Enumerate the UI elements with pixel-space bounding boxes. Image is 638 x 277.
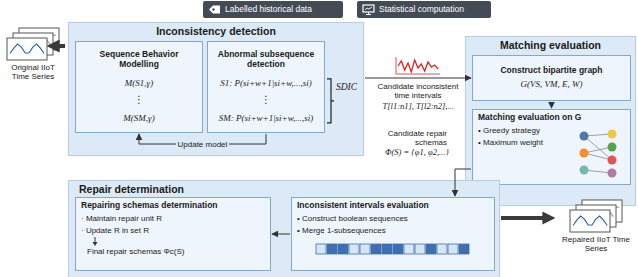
sequence-cell bbox=[459, 244, 469, 254]
formula: M(SM,γ) bbox=[123, 113, 154, 124]
boolean-sequence bbox=[315, 243, 471, 255]
process-box: Construct bipartite graphG(VS, VM, E, W) bbox=[472, 55, 631, 101]
flow-arrow bbox=[501, 216, 545, 220]
series-curve bbox=[10, 44, 44, 54]
screen-shape bbox=[363, 5, 374, 12]
anomaly-chart-axis bbox=[396, 57, 440, 74]
screen-stand bbox=[366, 12, 371, 15]
box-title: Matching evaluation on G bbox=[478, 113, 581, 123]
bipartite-icon bbox=[576, 128, 620, 178]
sequence-cell bbox=[448, 244, 458, 254]
tag-text: Labelled historical data bbox=[225, 4, 312, 14]
screen-chart bbox=[365, 7, 372, 10]
sequence-cell bbox=[327, 244, 337, 254]
flow-arrow bbox=[551, 102, 552, 108]
formula: SM: P(si+w+1|si+w,...,si) bbox=[219, 113, 314, 124]
formula: M(S1,γ) bbox=[125, 78, 153, 89]
input-series: Original IIoT Time Series bbox=[2, 26, 64, 92]
graph-vertex bbox=[608, 169, 617, 178]
flow-arrow bbox=[365, 78, 471, 79]
panel-title: Repair determination bbox=[69, 181, 499, 196]
panel-title: Matching evaluation bbox=[466, 37, 635, 52]
set-symbol: SDIC bbox=[336, 82, 357, 93]
result-line: Final repair schemas Φc(S) bbox=[87, 247, 185, 257]
bullet-item: • Greedy strategy bbox=[478, 126, 540, 136]
box-title: Sequence Behavior Modelling bbox=[81, 50, 197, 70]
process-box: Sequence Behavior ModellingM(S1,γ) ⋮ M(SM,… bbox=[75, 41, 203, 133]
bullet-item: · Update R in set R bbox=[81, 226, 149, 236]
graph-vertex bbox=[608, 143, 617, 152]
sequence-cell bbox=[382, 244, 392, 254]
time-series-icon bbox=[568, 198, 624, 234]
sequence-cell bbox=[371, 244, 381, 254]
formula: G(VS, VM, E, W) bbox=[521, 79, 583, 90]
interval-set: T[l1:n1], T[l2:n2],... bbox=[383, 102, 454, 112]
sequence-cell bbox=[426, 244, 436, 254]
box-title: Abnormal subsequence detection bbox=[213, 50, 319, 70]
process-box: Matching evaluation on G • Greedy strateg… bbox=[472, 109, 631, 185]
stage-panel: Repair determinationRepairing schemas de… bbox=[68, 180, 500, 277]
time-series-icon bbox=[5, 26, 61, 62]
graph-vertex bbox=[580, 166, 589, 175]
source-tag: Statistical computation bbox=[357, 1, 491, 18]
sequence-cell bbox=[338, 244, 348, 254]
sequence-cell bbox=[437, 244, 447, 254]
process-box: Inconsistent intervals evaluation • Const… bbox=[291, 197, 495, 271]
series-curve bbox=[573, 216, 607, 226]
ellipsis-mark: ⋮ bbox=[134, 95, 144, 105]
series-pane bbox=[570, 210, 610, 232]
sequence-cell bbox=[415, 244, 425, 254]
stage-panel: Inconsistency detectionSequence Behavior… bbox=[68, 22, 364, 156]
process-box: Abnormal subsequence detectionS1: P(si+w… bbox=[207, 41, 325, 133]
anomaly-chart bbox=[398, 60, 438, 72]
box-title: Construct bipartite graph bbox=[500, 66, 602, 76]
schema-set: Φ(S) = {φ1, φ2,...} bbox=[385, 148, 449, 158]
tag-text: Statistical computation bbox=[379, 4, 464, 14]
sequence-cell bbox=[393, 244, 403, 254]
bullet-item: • Maximum weight bbox=[478, 138, 543, 148]
flow-arrow bbox=[455, 169, 471, 196]
flow-arrow bbox=[57, 44, 65, 48]
series-caption: Original IIoT Time Series bbox=[2, 64, 64, 82]
source-tag: Labelled historical data bbox=[203, 1, 343, 18]
bullet-item: · Maintain repair unit R bbox=[81, 214, 162, 224]
tag-icon bbox=[362, 4, 375, 15]
ellipsis-mark: ⋮ bbox=[261, 95, 271, 105]
inner-arrow-head bbox=[93, 242, 98, 246]
series-caption: Repaired IIoT Time Series bbox=[556, 236, 636, 254]
sequence-cell bbox=[360, 244, 370, 254]
edge-label: Candidate repair schemas bbox=[365, 129, 449, 147]
process-box: Repairing schemas determination · Maintai… bbox=[75, 197, 271, 271]
graph-vertex bbox=[580, 132, 589, 141]
sequence-cell bbox=[316, 244, 326, 254]
box-title: Repairing schemas determination bbox=[81, 201, 218, 211]
output-series: Repaired IIoT Time Series bbox=[556, 198, 636, 274]
flow-arrow bbox=[272, 234, 290, 235]
grouping-bracket bbox=[327, 79, 334, 123]
bullet-item: • Construct boolean sequences bbox=[297, 214, 408, 224]
tag-icon bbox=[208, 4, 221, 15]
sequence-cell bbox=[349, 244, 359, 254]
panel-title: Inconsistency detection bbox=[69, 23, 363, 38]
graph-vertex bbox=[608, 130, 617, 139]
series-pane bbox=[7, 38, 47, 60]
box-title: Inconsistent intervals evaluation bbox=[297, 201, 429, 211]
graph-vertex bbox=[580, 149, 589, 158]
edge-label: Candidate inconsistent time intervals bbox=[372, 82, 464, 100]
sequence-cell bbox=[404, 244, 414, 254]
tag-hole bbox=[212, 8, 214, 10]
edge-label: Update model bbox=[176, 140, 230, 149]
formula: S1: P(si+w+1|si+w,...,si) bbox=[220, 78, 312, 89]
graph-vertex bbox=[608, 156, 617, 165]
tag-shape bbox=[209, 6, 220, 14]
bullet-item: • Merge 1-subsequences bbox=[297, 226, 386, 236]
